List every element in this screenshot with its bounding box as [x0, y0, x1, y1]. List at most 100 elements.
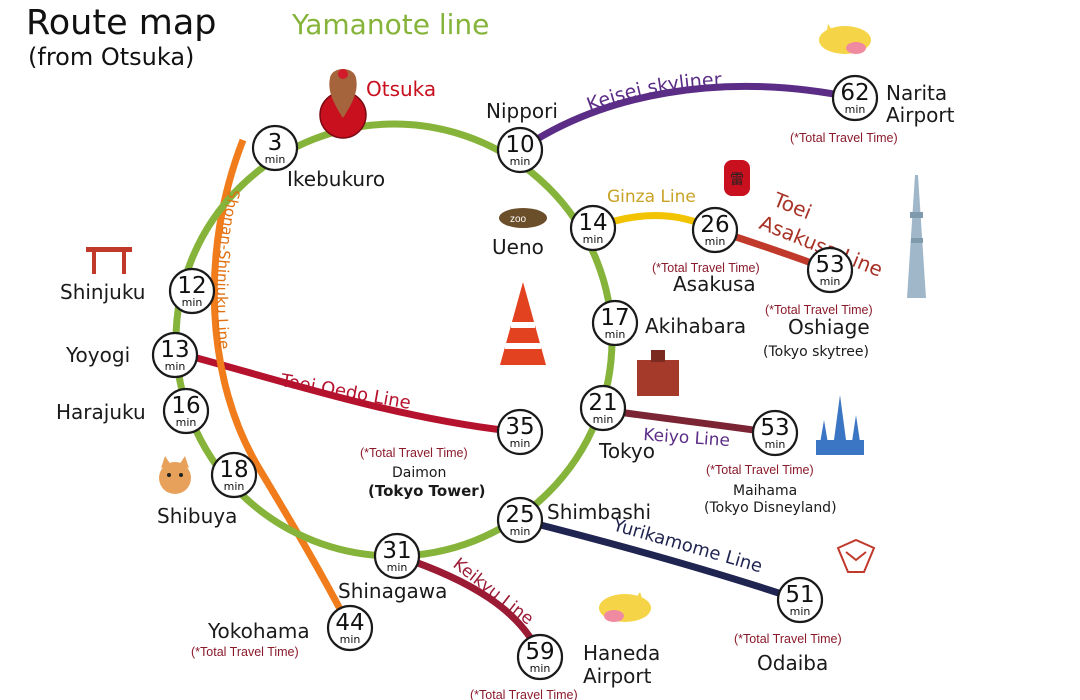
yokohama-total-note: (*Total Travel Time): [191, 645, 299, 659]
ueno-label: Ueno: [492, 235, 544, 259]
shinagawa-min-value: 31: [382, 538, 411, 564]
station-shimbashi: 25 min: [496, 496, 544, 544]
kaminarimon-lantern-icon: 雷: [724, 160, 750, 196]
shimbashi-min-value: 25: [505, 502, 534, 528]
haneda-total-note: (*Total Travel Time): [470, 688, 578, 700]
daimon-total-note: (*Total Travel Time): [360, 446, 468, 460]
nippori-label: Nippori: [486, 99, 558, 123]
narita-min-unit: min: [845, 103, 866, 116]
station-akihabara: 17 min: [591, 299, 639, 347]
station-tokyo: 21 min: [579, 384, 627, 432]
daimon-label-2: (Tokyo Tower): [368, 482, 486, 500]
harajuku-label: Harajuku: [56, 400, 146, 424]
odaiba-min-unit: min: [790, 605, 811, 618]
haneda-min-unit: min: [530, 662, 551, 675]
shiba-dog-icon: [159, 456, 191, 494]
odaiba-gundam-icon: [836, 538, 876, 573]
yokohama-bubble: [326, 604, 374, 652]
dest-daimon: 35 min: [496, 408, 544, 456]
haneda-label-1: Haneda: [583, 641, 660, 665]
oshiage-total-note: (*Total Travel Time): [765, 303, 873, 317]
ikebukuro-label: Ikebukuro: [287, 167, 385, 191]
station-harajuku: 16 min: [162, 387, 210, 435]
daimon-bubble: [496, 408, 544, 456]
ueno-panda-icon: zoo: [499, 208, 547, 228]
keisei-line: [518, 82, 856, 153]
shibuya-min-value: 18: [219, 457, 248, 483]
narita-label-2: Airport: [886, 103, 955, 127]
dest-narita: 62 min: [831, 74, 879, 122]
tokyo-tower-icon: [500, 282, 546, 365]
oshiage-min-value: 53: [815, 252, 844, 278]
akihabara-min-unit: min: [605, 328, 626, 341]
maihama-label-2: (Tokyo Disneyland): [704, 500, 837, 516]
maihama-min-unit: min: [765, 438, 786, 451]
oshiage-label-1: Oshiage: [788, 315, 870, 339]
asakusa-label: Asakusa: [673, 272, 756, 296]
ginza-line-label: Ginza Line: [607, 187, 696, 207]
yokohama-min-unit: min: [340, 633, 361, 646]
ueno-min-unit: min: [583, 233, 604, 246]
odaiba-bubble: [776, 576, 824, 624]
harajuku-min-unit: min: [176, 416, 197, 429]
oedo-line-label: Toei Oedo Line: [278, 370, 412, 414]
maihama-min-value: 53: [760, 415, 789, 441]
loop-line-label: Yamanote line: [291, 8, 489, 41]
station-ueno: 14 min: [569, 204, 617, 252]
shinagawa-min-unit: min: [387, 561, 408, 574]
asakusa-bubble: [691, 206, 739, 254]
akihabara-bubble: [591, 299, 639, 347]
svg-text:雷: 雷: [730, 171, 744, 187]
shinagawa-bubble: [373, 532, 421, 580]
shimbashi-min-unit: min: [510, 525, 531, 538]
dest-haneda: 59 min: [516, 633, 564, 681]
keikyu-line-label: Keikyu Line: [449, 554, 537, 629]
dest-asakusa: 26 min: [691, 206, 739, 254]
map-subtitle: (from Otsuka): [28, 43, 194, 71]
dest-odaiba: 51 min: [776, 576, 824, 624]
shinjuku-min-value: 12: [177, 273, 206, 299]
yurikamome-line: [520, 516, 802, 604]
asakusa-total-note: (*Total Travel Time): [652, 261, 760, 275]
dest-yokohama: 44 min: [326, 604, 374, 652]
nippori-min-unit: min: [510, 155, 531, 168]
odaiba-label: Odaiba: [757, 651, 828, 675]
harajuku-bubble: [162, 387, 210, 435]
shimbashi-label: Shimbashi: [547, 500, 651, 524]
maihama-total-note: (*Total Travel Time): [706, 463, 814, 477]
shonan-shinjuku-line: [210, 138, 354, 630]
haneda-label-2: Airport: [583, 664, 652, 688]
station-yoyogi: 13 min: [151, 331, 199, 379]
svg-text:zoo: zoo: [510, 214, 527, 225]
station-ikebukuro: 3 min: [251, 124, 299, 172]
haneda-bubble: [516, 633, 564, 681]
origin-label: Otsuka: [366, 77, 436, 101]
harajuku-min-value: 16: [171, 393, 200, 419]
disney-castle-icon: [816, 395, 864, 455]
narita-plane-icon: [819, 24, 871, 54]
yokohama-label: Yokohama: [207, 619, 310, 643]
shibuya-label: Shibuya: [157, 504, 237, 528]
shimbashi-bubble: [496, 496, 544, 544]
station-shibuya: 18 min: [210, 451, 258, 499]
tokyo-min-unit: min: [593, 413, 614, 426]
shibuya-bubble: [210, 451, 258, 499]
narita-bubble: [831, 74, 879, 122]
asakusa-min-value: 26: [700, 212, 729, 238]
oshiage-bubble: [806, 246, 854, 294]
origin-otsuka: Otsuka: [319, 69, 436, 139]
shibuya-min-unit: min: [224, 480, 245, 493]
ikebukuro-min-unit: min: [265, 153, 286, 166]
narita-total-note: (*Total Travel Time): [790, 131, 898, 145]
nippori-min-value: 10: [505, 132, 534, 158]
nippori-bubble: [496, 126, 544, 174]
odaiba-total-note: (*Total Travel Time): [734, 632, 842, 646]
oshiage-label-2: (Tokyo skytree): [763, 344, 869, 360]
torii-gate-icon: [86, 247, 132, 274]
shinagawa-label: Shinagawa: [338, 579, 447, 603]
yokohama-min-value: 44: [335, 610, 364, 636]
daimon-min-value: 35: [505, 414, 534, 440]
ikebukuro-bubble: [251, 124, 299, 172]
akihabara-min-value: 17: [600, 305, 629, 331]
